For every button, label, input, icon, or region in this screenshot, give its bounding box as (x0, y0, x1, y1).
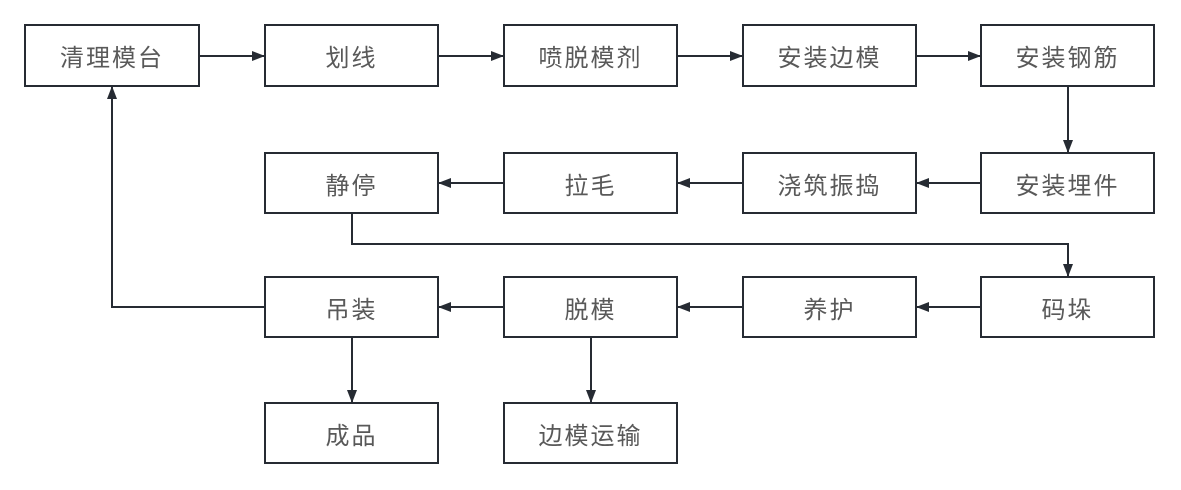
flow-node-install-rebar: 安装钢筋 (980, 24, 1155, 87)
flow-node-label-install-side-molds: 安装边模 (777, 45, 882, 72)
flow-node-side-mold-transport: 边模运输 (503, 402, 678, 464)
flow-node-roughening: 拉毛 (503, 152, 678, 214)
flow-node-demolding: 脱模 (503, 276, 678, 338)
flow-node-label-install-rebar: 安装钢筋 (1015, 45, 1120, 72)
flow-node-label-static-rest: 静停 (325, 172, 378, 200)
flow-node-stacking: 码垛 (980, 276, 1155, 338)
flow-node-label-install-embedded-parts: 安装埋件 (1015, 172, 1120, 200)
flow-node-line-marking: 划线 (264, 24, 439, 87)
flow-node-label-clean-mold-platform: 清理模台 (60, 45, 164, 72)
flow-node-label-hoisting: 吊装 (325, 296, 378, 324)
flow-node-label-finished-product: 成品 (325, 422, 378, 450)
flow-node-label-demolding: 脱模 (564, 296, 617, 324)
flow-node-hoisting: 吊装 (264, 276, 439, 338)
flow-node-label-side-mold-transport: 边模运输 (538, 422, 643, 450)
flow-edge-static-rest-to-stacking (351, 214, 1073, 277)
flow-node-spray-release-agent: 喷脱模剂 (503, 24, 678, 87)
flow-node-finished-product: 成品 (264, 402, 439, 464)
flow-node-curing: 养护 (742, 276, 917, 338)
flow-node-label-pour-and-vibrate: 浇筑振捣 (777, 172, 882, 200)
flow-node-label-spray-release-agent: 喷脱模剂 (538, 45, 643, 72)
flow-node-label-line-marking: 划线 (325, 45, 378, 72)
flow-node-clean-mold-platform: 清理模台 (24, 24, 200, 87)
flow-node-label-stacking: 码垛 (1041, 296, 1094, 324)
flow-edge-hoisting-to-clean-mold-platform (107, 86, 264, 308)
flow-node-label-curing: 养护 (803, 296, 856, 324)
flow-node-label-roughening: 拉毛 (564, 172, 617, 200)
flow-node-install-embedded-parts: 安装埋件 (980, 152, 1155, 214)
flow-node-static-rest: 静停 (264, 152, 439, 214)
flow-node-pour-and-vibrate: 浇筑振捣 (742, 152, 917, 214)
flow-node-install-side-molds: 安装边模 (742, 24, 917, 87)
